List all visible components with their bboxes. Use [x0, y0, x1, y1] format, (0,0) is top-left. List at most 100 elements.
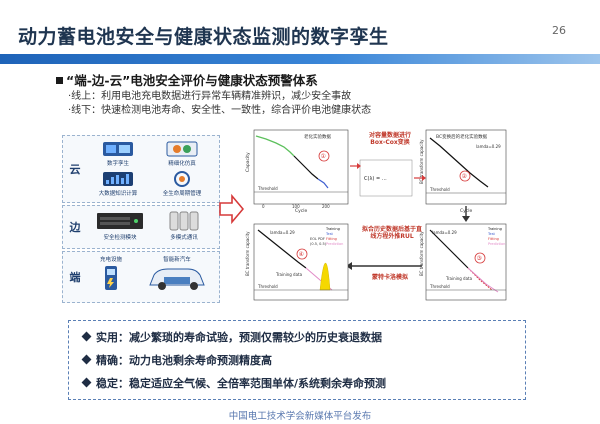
chart-tl-ylabel: Capacity [245, 152, 251, 172]
chart-br-threshold-label: Threshold [429, 284, 450, 289]
footer: 中国电工技术学会新媒体平台发布 [228, 411, 372, 422]
chart-tr-ylabel: BC transform capacity [419, 139, 424, 184]
chart-tl-marker-circle [318, 150, 330, 162]
chart-bl-black [257, 229, 307, 269]
chart-bl-marker: ④ [299, 251, 304, 258]
chart-tr-lamda: lamda=0.29 [476, 144, 501, 149]
chart-tl-black [293, 155, 319, 180]
chart-bl-ylabel: BC transform capacity [245, 231, 250, 276]
chart-bl-frame [253, 223, 349, 301]
chart-tl-blue [317, 178, 329, 189]
chart-tr-black [429, 137, 489, 188]
chart-br-lamda: lamda=0.29 [432, 230, 457, 235]
chart-bl-legend-0: Training [325, 227, 340, 231]
chart-bl-threshold-label: Threshold [257, 284, 278, 289]
chart-bl-legend-1: Test [325, 232, 334, 236]
chart-bl-legend-3: Prediction [326, 242, 343, 246]
lifecycle-icon [174, 171, 190, 187]
formula-box [359, 159, 413, 197]
simulation-icon [166, 141, 198, 157]
chart-br-legend-1: Test [487, 232, 496, 236]
square-bullet-icon [56, 77, 63, 84]
diamond-bullet-icon [81, 331, 92, 342]
callout-box-cox: 对容量数据进行 Box-Cox变换 [368, 132, 411, 146]
chart-br-ylabel: BC transform capacity [419, 231, 424, 276]
charging-station-icon [105, 266, 117, 290]
page-number: 26 [552, 24, 566, 37]
chart-bl-legend-2: Fitting [326, 237, 337, 241]
chart-br-marker-circle [474, 252, 486, 264]
benefit-practical: 实用：减少繁琐的寿命试验，预测仅需较少的历史衰退数据 [81, 326, 511, 349]
page-title: 动力蓄电池安全与健康状态监测的数字孪生 [18, 26, 389, 48]
cloud-big-data: 大数据知识计算 [89, 170, 147, 197]
chart-tl-xtick-0: 0 [262, 204, 265, 209]
tier-cloud: 云 数字孪生 精细化仿真 大数据知识计算 全生命周期管理 [62, 135, 220, 203]
title-underline [0, 54, 600, 64]
chart-bl-training-label: Training data [275, 272, 303, 277]
arrow-tl-to-tr-head [357, 163, 361, 169]
data-computing-icon [103, 172, 133, 186]
digital-twin-icon [103, 142, 133, 156]
chart-br-legend-0: Training [487, 227, 502, 231]
server-rack-icon [97, 213, 143, 229]
electric-car-icon [149, 268, 205, 290]
communication-modules-icon [169, 211, 199, 231]
chart-br-training-label: Training data [445, 276, 473, 281]
chart-tl-frame [253, 129, 349, 205]
chart-tr-frame [425, 129, 507, 205]
chart-bl-marker-circle [296, 248, 308, 260]
flow-arrow-icon [219, 194, 244, 224]
bullet-offline: ·线下：快速检测电池寿命、安全性、一致性，综合评价电池健康状态 [68, 105, 372, 116]
chart-tr-marker: ② [462, 173, 468, 180]
cloud-digital-twin: 数字孪生 [89, 140, 147, 167]
formula-text: C(λ) = … [364, 176, 387, 182]
edge-detection-module: 安全检测模块 [89, 210, 151, 241]
cloud-simulation: 精细化仿真 [153, 140, 211, 167]
tier-panel: 云 数字孪生 精细化仿真 大数据知识计算 全生命周期管理 边 安全检测模块 多模… [62, 135, 220, 303]
chart-tl-xlabel: Cycle [295, 208, 308, 214]
chart-tr-marker-circle [459, 170, 471, 182]
chart-br-pink [467, 267, 499, 293]
tier-edge-label: 边 [69, 221, 81, 234]
diamond-bullet-icon [81, 377, 92, 388]
chart-tr-threshold-label: Threshold [429, 187, 450, 192]
arrow-down-head [462, 216, 470, 222]
chart-br-marker: ③ [477, 255, 482, 262]
cloud-lifecycle: 全生命周期管理 [153, 170, 211, 197]
edge-communication: 多模式通讯 [155, 210, 213, 241]
benefit-accurate: 精确：动力电池剩余寿命预测精度高 [81, 349, 511, 372]
chart-br-legend-2: Fitting [488, 237, 499, 241]
tier-edge: 边 安全检测模块 多模式通讯 [62, 205, 220, 249]
tier-cloud-label: 云 [69, 163, 81, 176]
diamond-bullet-icon [81, 354, 92, 365]
benefit-stable: 稳定：稳定适应全气候、全倍率范围单体/系统剩余寿命预测 [81, 372, 511, 395]
chart-bl-eol: EOL PDF [310, 237, 325, 241]
chart-bl-lamda: lamda=0.29 [270, 230, 295, 235]
tier-end-label: 端 [69, 271, 81, 284]
chart-tl-xtick-2: 200 [322, 204, 330, 209]
bullet-list: ·线上：利用电池充电数据进行异常车辆精准辨识，减少安全事故 ·线下：快速检测电池… [68, 90, 371, 118]
callout-fit-rul: 拟合历史数据后基于直 线方程外推RUL [361, 226, 422, 240]
section-heading-text: “端-边-云”电池安全评价与健康状态预警体系 [66, 73, 318, 88]
chart-br-black [429, 229, 469, 269]
chart-tl-green [255, 135, 295, 157]
chart-bl-eol-value: (0.5, 0.5) [310, 242, 327, 246]
chart-tl-threshold-label: Threshold [257, 186, 278, 191]
chart-br-frame [425, 223, 507, 301]
arrow-formula-to-tr-head [422, 175, 426, 181]
benefits-box: 实用：减少繁琐的寿命试验，预测仅需较少的历史衰退数据 精确：动力电池剩余寿命预测… [68, 320, 526, 400]
chart-br-red [467, 267, 493, 291]
section-heading: “端-边-云”电池安全评价与健康状态预警体系 [56, 70, 318, 89]
arrow-right-to-left-head [346, 262, 352, 270]
rul-chart-svg: Threshold 老化实验数据 ① Cycle Capacity 0 100 … [245, 129, 507, 301]
rul-chart-panel: Threshold 老化实验数据 ① Cycle Capacity 0 100 … [240, 126, 508, 306]
end-vehicle: 智能新汽车 [141, 255, 213, 294]
chart-tl-xtick-1: 100 [292, 204, 300, 209]
end-charging: 充电设施 [91, 255, 131, 294]
chart-tl-marker: ① [321, 153, 326, 160]
chart-tl-title: 老化实验数据 [304, 133, 331, 140]
bullet-online: ·线上：利用电池充电数据进行异常车辆精准辨识，减少安全事故 [68, 91, 352, 102]
chart-tr-title: BC变换后的老化实验数据 [436, 133, 488, 140]
tier-end: 端 充电设施 智能新汽车 [62, 251, 220, 303]
chart-br-legend-3: Prediction [488, 242, 505, 246]
